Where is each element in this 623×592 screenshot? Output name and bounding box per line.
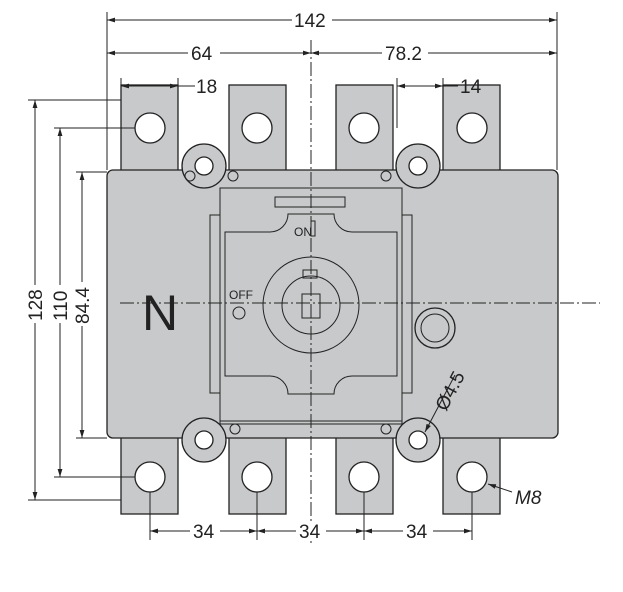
pole-label: N	[142, 285, 178, 341]
dim-terminal-width: 18	[196, 77, 217, 98]
dim-height-body: 84.4	[73, 287, 94, 324]
dim-pitch-2: 34	[299, 522, 321, 543]
dim-height-overall: 128	[26, 289, 47, 321]
off-label: OFF	[229, 288, 253, 302]
on-label: ON	[294, 225, 312, 239]
dim-pitch-3: 34	[406, 522, 428, 543]
dim-height-holes: 110	[51, 291, 72, 321]
dim-center-to-right: 78.2	[385, 44, 422, 65]
mounting-lugs	[181, 143, 441, 463]
dim-left-to-center: 64	[191, 44, 213, 65]
dim-overall-width: 142	[294, 11, 326, 32]
dim-terminal-width-right: 14	[460, 77, 482, 98]
off-indicator-icon	[232, 306, 246, 320]
top-terminals	[120, 84, 501, 176]
dim-thread: M8	[515, 488, 542, 509]
dim-pitch-1: 34	[193, 522, 215, 543]
